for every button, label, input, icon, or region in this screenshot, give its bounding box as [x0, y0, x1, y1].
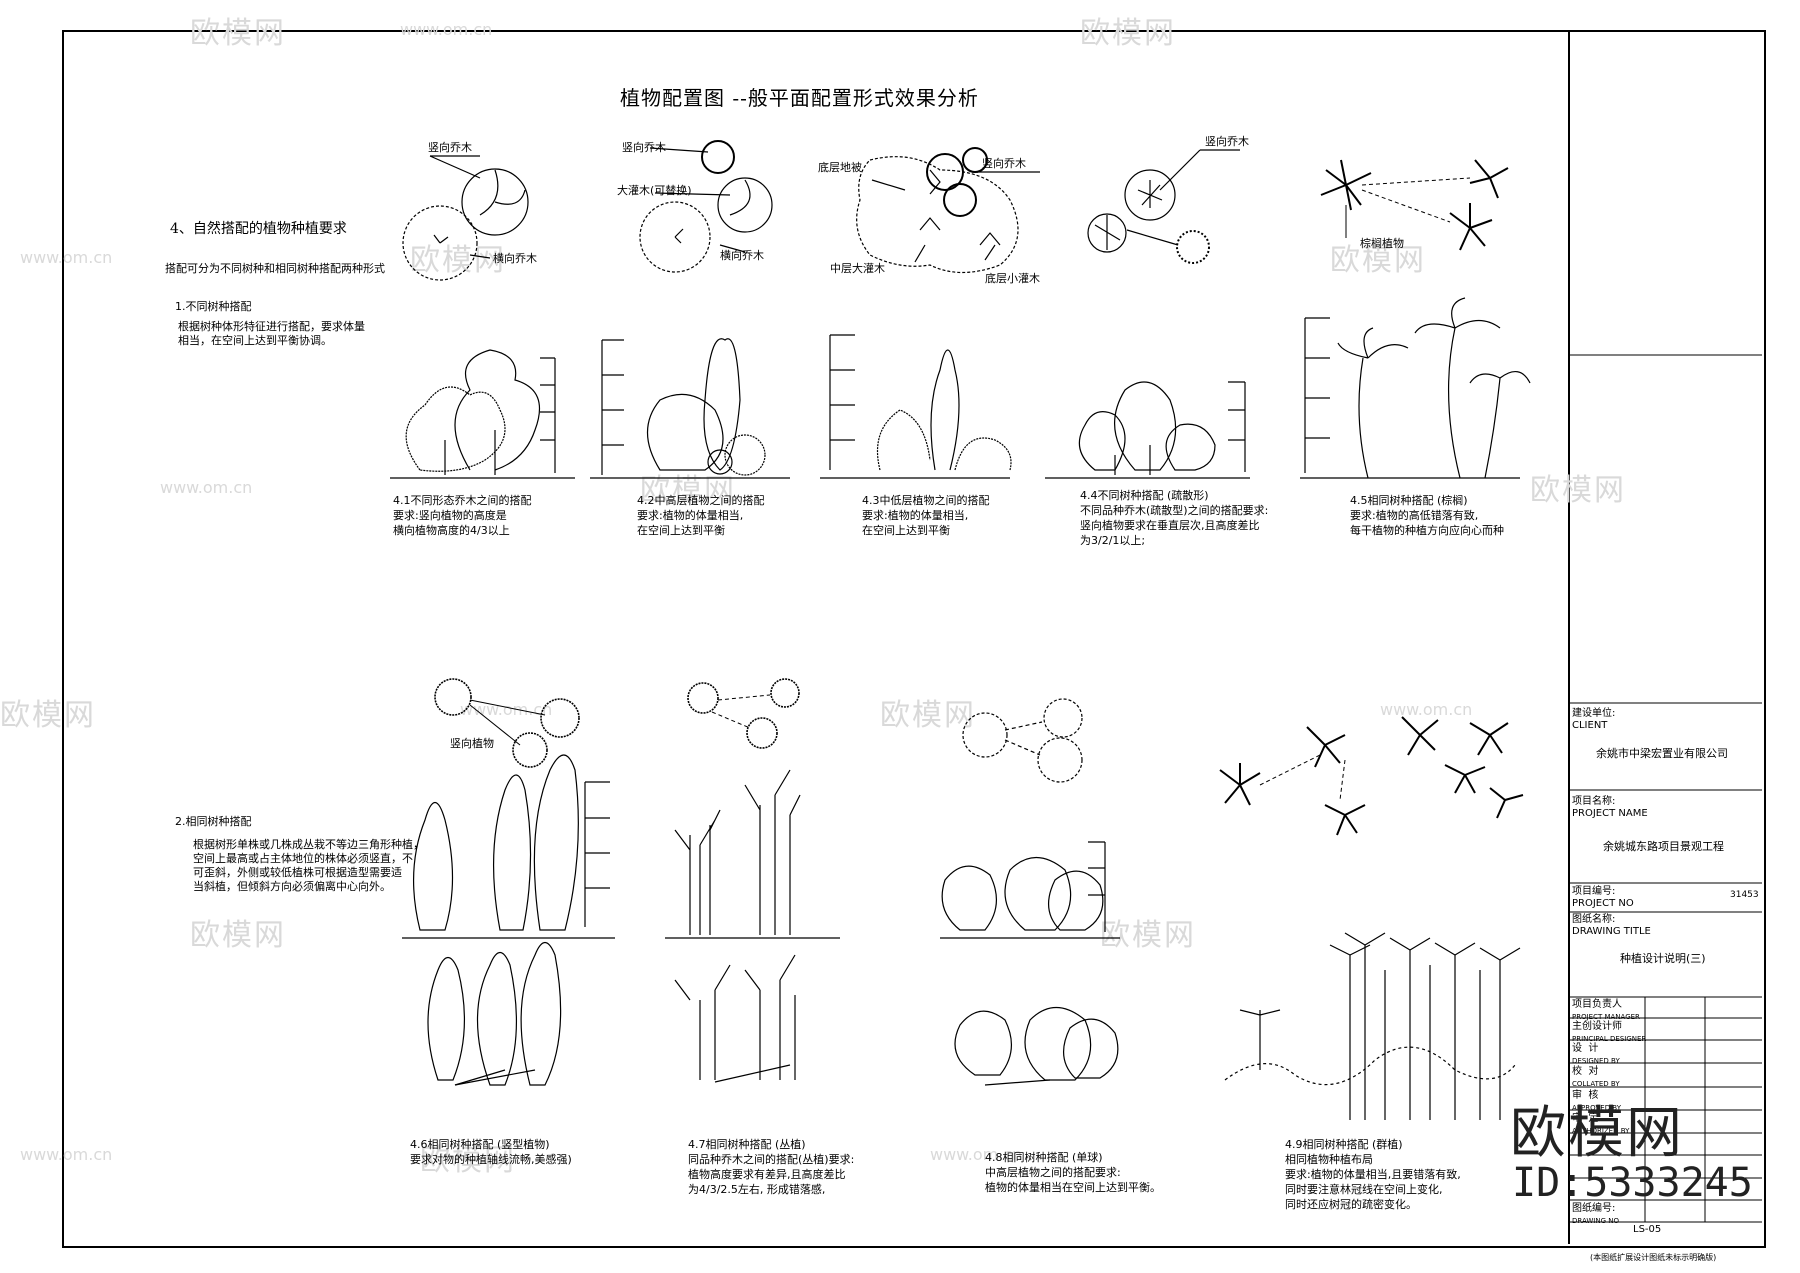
caption-4-3: 4.3中低层植物之间的搭配 要求:植物的体量相当, 在空间上达到平衡: [862, 494, 990, 537]
project-name: 余姚城东路项目景观工程: [1603, 840, 1724, 853]
elevation-single-lower: [954, 1007, 1119, 1086]
watermark-url: www.om.cn: [160, 478, 253, 497]
sub-heading-2: 2.相同树种搭配: [175, 815, 252, 828]
label-horizontal-tree: 横向乔木: [720, 249, 764, 262]
watermark-url: www.om.cn: [1380, 700, 1473, 719]
plan-group-f: [434, 678, 580, 768]
drawing-title: 植物配置图 --般平面配置形式效果分析: [620, 86, 979, 110]
watermark-brand: 欧模网: [1080, 16, 1176, 51]
project-no: 31453: [1730, 890, 1759, 900]
watermark-brand: 欧模网: [880, 698, 976, 733]
label-horizontal-tree: 横向乔木: [493, 252, 537, 265]
watermark-logo: 欧模网: [1510, 1101, 1684, 1166]
elevation-grove-lower: [674, 954, 796, 1083]
plan-group-b: [639, 140, 773, 273]
elevation-4-2: [601, 338, 766, 476]
elevation-group-palms: [1224, 932, 1521, 1120]
project-no-label: 项目编号:PROJECT NO: [1572, 886, 1634, 909]
label-palm: 棕榈植物: [1360, 237, 1404, 250]
label-vertical-tree: 竖向乔木: [1205, 135, 1249, 148]
sub-heading-1: 1.不同树种搭配: [175, 300, 252, 313]
watermark-brand: 欧模网: [640, 473, 736, 508]
title-block-lines: [1568, 354, 1762, 1223]
sub-text-1: 根据树种体形特征进行搭配，要求体量 相当，在空间上达到平衡协调。: [178, 320, 365, 347]
elevation-grove-upper: [674, 769, 801, 935]
watermark-brand: 欧模网: [420, 1143, 516, 1178]
label-vertical-plant: 竖向植物: [450, 737, 494, 750]
elevation-4-3: [829, 334, 1012, 471]
plan-group-e: [1320, 159, 1509, 251]
elevation-4-5: [1304, 297, 1531, 479]
watermark-brand: 欧模网: [1330, 243, 1426, 278]
watermark-brand: 欧模网: [190, 16, 286, 51]
client-name: 余姚市中梁宏置业有限公司: [1596, 747, 1728, 760]
label-vertical-tree: 竖向乔木: [982, 157, 1026, 170]
drawing-title-label: 图纸名称:DRAWING TITLE: [1572, 914, 1651, 937]
label-large-shrub: 大灌木(可替换): [617, 184, 692, 197]
watermark-brand: 欧模网: [410, 243, 506, 278]
watermark-brand: 欧模网: [1100, 918, 1196, 953]
watermark-brand: 欧模网: [1530, 473, 1626, 508]
watermark-url: www.om.cn: [460, 700, 553, 719]
drawing-no-label: 图纸编号:DRAWING NO: [1572, 1203, 1619, 1225]
caption-4-6: 4.6相同树种搭配 (竖型植物) 要求对物的种植轴线流畅,美感强): [410, 1138, 572, 1166]
elevation-single-upper: [941, 841, 1106, 932]
label-mid-shrub: 中层大灌木: [830, 262, 885, 275]
plan-group-h: [962, 698, 1083, 783]
elevation-4-1: [405, 349, 556, 475]
caption-4-9: 4.9相同树种搭配 (群植) 相同植物种植布局 要求:植物的体量相当,且要错落有…: [1285, 1138, 1461, 1211]
watermark-url: www.om.cn: [400, 20, 493, 39]
elevation-columnar-upper: [412, 754, 610, 931]
watermark-url: www.om.cn: [20, 1145, 113, 1164]
drawing-title-value: 种植设计说明(三): [1620, 952, 1706, 965]
section-heading-4: 4、自然搭配的植物种植要求: [170, 221, 347, 237]
client-label: 建设单位:CLIENT: [1572, 708, 1616, 731]
caption-4-5: 4.5相同树种搭配 (棕榈) 要求:植物的高低错落有致, 每干植物的种植方向应向…: [1350, 494, 1504, 537]
watermark-brand: 欧模网: [0, 698, 96, 733]
footer-note: (本图纸扩展设计图纸未标示明确版): [1590, 1253, 1717, 1262]
label-low-shrub: 底层小灌木: [985, 272, 1040, 285]
plan-group-d: [1087, 149, 1240, 264]
drawing-border: [62, 30, 1766, 1248]
plan-group-c: [856, 147, 1040, 274]
plan-group-i: [1219, 716, 1524, 836]
watermark-brand: 欧模网: [190, 918, 286, 953]
plan-group-g: [687, 678, 800, 749]
title-block: [1568, 30, 1764, 1244]
drawing-no: LS-05: [1633, 1224, 1662, 1235]
label-ground-cover: 底层地被: [818, 161, 862, 174]
caption-4-8: 4.8相同树种搭配 (单球) 中高层植物之间的搭配要求: 植物的体量相当在空间上…: [985, 1151, 1161, 1194]
label-vertical-tree: 竖向乔木: [622, 141, 666, 154]
sub-text-2: 根据树形单株或几株成丛栽不等边三角形种植， 空间上最高或占主体地位的株体必须竖直…: [193, 838, 424, 893]
intro-text: 搭配可分为不同树种和相同树种搭配两种形式: [165, 262, 385, 275]
watermark-url: www.om.cn: [930, 1145, 1023, 1164]
caption-4-1: 4.1不同形态乔木之间的搭配 要求:竖向植物的高度是 横向植物高度的4/3以上: [393, 494, 532, 537]
caption-4-4: 4.4不同树种搭配 (疏散形) 不同品种乔木(疏散型)之间的搭配要求: 竖向植物…: [1080, 489, 1269, 547]
elevation-4-4: [1078, 381, 1246, 475]
watermark-url: www.om.cn: [20, 248, 113, 267]
project-label: 项目名称:PROJECT NAME: [1572, 796, 1648, 819]
caption-4-2: 4.2中高层植物之间的搭配 要求:植物的体量相当, 在空间上达到平衡: [637, 494, 765, 537]
caption-4-7: 4.7相同树种搭配 (丛植) 同品种乔木之间的搭配(丛植)要求: 植物高度要求有…: [688, 1138, 855, 1196]
watermark-id: ID:5333245: [1512, 1160, 1753, 1206]
elevation-columnar-lower: [427, 941, 562, 1086]
plan-group-a: [402, 155, 529, 281]
label-vertical-tree: 竖向乔木: [428, 141, 472, 154]
